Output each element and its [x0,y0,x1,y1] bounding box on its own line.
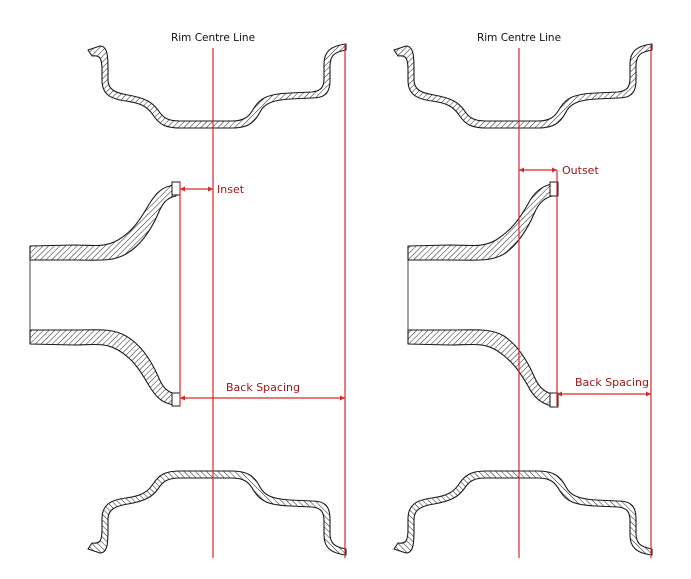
right-panel: Rim Centre Line Outset Back Spacing [393,32,653,558]
left-back-spacing-arrow-a [180,395,185,401]
left-mounting-flange-bottom [171,392,181,407]
right-wheel-disc [407,183,553,407]
right-mounting-flange-bottom [549,392,559,408]
right-mounting-flange-top [549,181,559,197]
right-rim-centre-line-title: Rim Centre Line [477,32,561,44]
left-bottom-rim-section [87,470,347,556]
left-back-spacing-label: Back Spacing [226,381,300,394]
left-mounting-flange-top [171,181,181,196]
right-outset-arrow-a [519,167,524,173]
left-top-rim-section [87,43,347,129]
left-wheel-disc [29,182,177,407]
right-bottom-rim-section [393,470,653,556]
right-outset-arrow-b [552,167,557,173]
left-rim-centre-line-title: Rim Centre Line [171,32,255,44]
right-top-rim-section [393,43,653,129]
left-inset-label: Inset [217,183,245,196]
left-panel: Rim Centre Line Inset Back Spacing [29,32,347,558]
right-back-spacing-arrow-b [646,391,651,397]
left-inset-arrow-a [180,186,185,192]
left-inset-arrow-b [208,186,213,192]
left-back-spacing-arrow-b [340,395,345,401]
right-back-spacing-label: Back Spacing [575,376,649,389]
right-outset-label: Outset [562,164,599,177]
right-back-spacing-arrow-a [557,391,562,397]
